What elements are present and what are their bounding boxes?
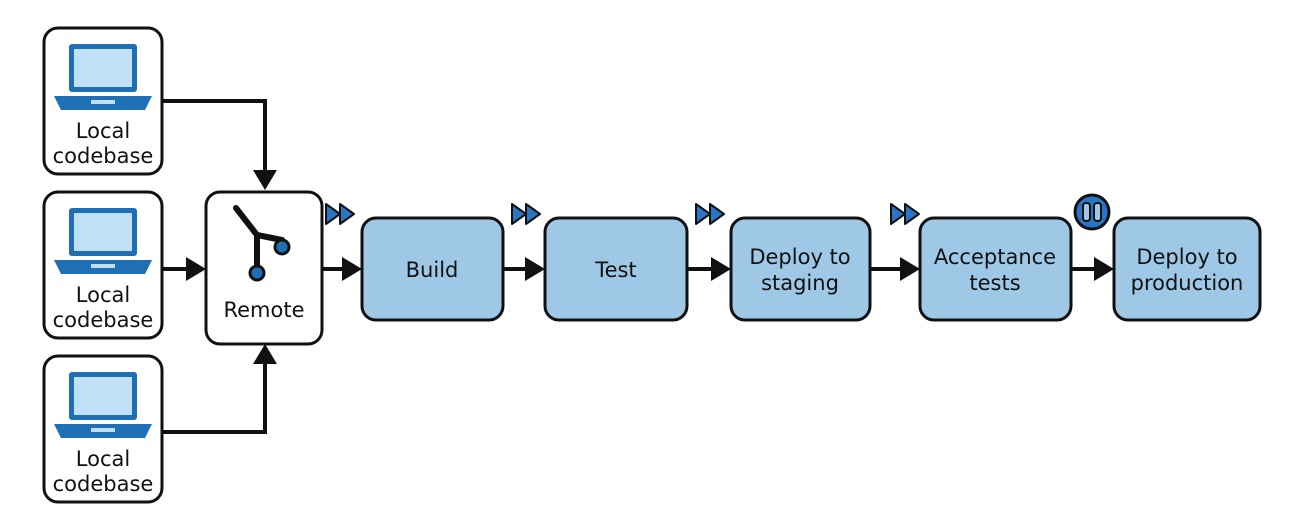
- stage-label: Build: [406, 258, 459, 282]
- arrowhead-right: [525, 257, 545, 281]
- fast-forward-icon: [695, 203, 725, 225]
- stage-label-line1: Deploy to: [1136, 245, 1237, 269]
- stage-label-line2: tests: [969, 271, 1020, 295]
- arrowhead-down: [253, 170, 277, 190]
- pause-icon: [1073, 193, 1111, 231]
- local-codebase-label-line1: Local: [76, 447, 130, 471]
- local-codebase-3: Local codebase: [42, 354, 164, 504]
- stage-test: Test: [543, 216, 689, 322]
- local-codebase-label-line1: Local: [76, 283, 130, 307]
- stage-acceptance-tests: Acceptance tests: [918, 216, 1073, 322]
- local-codebase-label-line2: codebase: [53, 144, 154, 168]
- connector-top-local-to-remote: [162, 99, 267, 172]
- remote-label: Remote: [223, 298, 304, 322]
- stage-label-line1: Acceptance: [934, 245, 1056, 269]
- stage-label-line1: Deploy to: [749, 245, 850, 269]
- arrowhead-right: [342, 257, 362, 281]
- laptop-icon: [54, 208, 152, 274]
- fast-forward-icon: [511, 203, 541, 225]
- local-codebase-label-line1: Local: [76, 119, 130, 143]
- arrowhead-right: [711, 257, 731, 281]
- arrowhead-right: [186, 257, 206, 281]
- stage-build: Build: [360, 216, 505, 322]
- stage-label-line2: staging: [761, 271, 839, 295]
- laptop-icon: [54, 44, 152, 110]
- arrowhead-right: [1094, 257, 1114, 281]
- stage-deploy-to-production: Deploy to production: [1112, 216, 1262, 322]
- arrowhead-right: [900, 257, 920, 281]
- arrowhead-up: [253, 344, 277, 364]
- git-branch-icon: [233, 205, 291, 282]
- connector-bottom-local-to-remote: [162, 362, 267, 434]
- fast-forward-icon: [325, 203, 355, 225]
- local-codebase-label-line2: codebase: [53, 308, 154, 332]
- laptop-icon: [54, 372, 152, 438]
- fast-forward-icon: [890, 203, 920, 225]
- local-codebase-1: Local codebase: [42, 26, 164, 176]
- stage-label-line2: production: [1131, 271, 1244, 295]
- stage-label: Test: [594, 258, 636, 282]
- stage-deploy-to-staging: Deploy to staging: [729, 216, 872, 322]
- remote-node: Remote: [204, 190, 324, 346]
- local-codebase-label-line2: codebase: [53, 472, 154, 496]
- local-codebase-2: Local codebase: [42, 190, 164, 340]
